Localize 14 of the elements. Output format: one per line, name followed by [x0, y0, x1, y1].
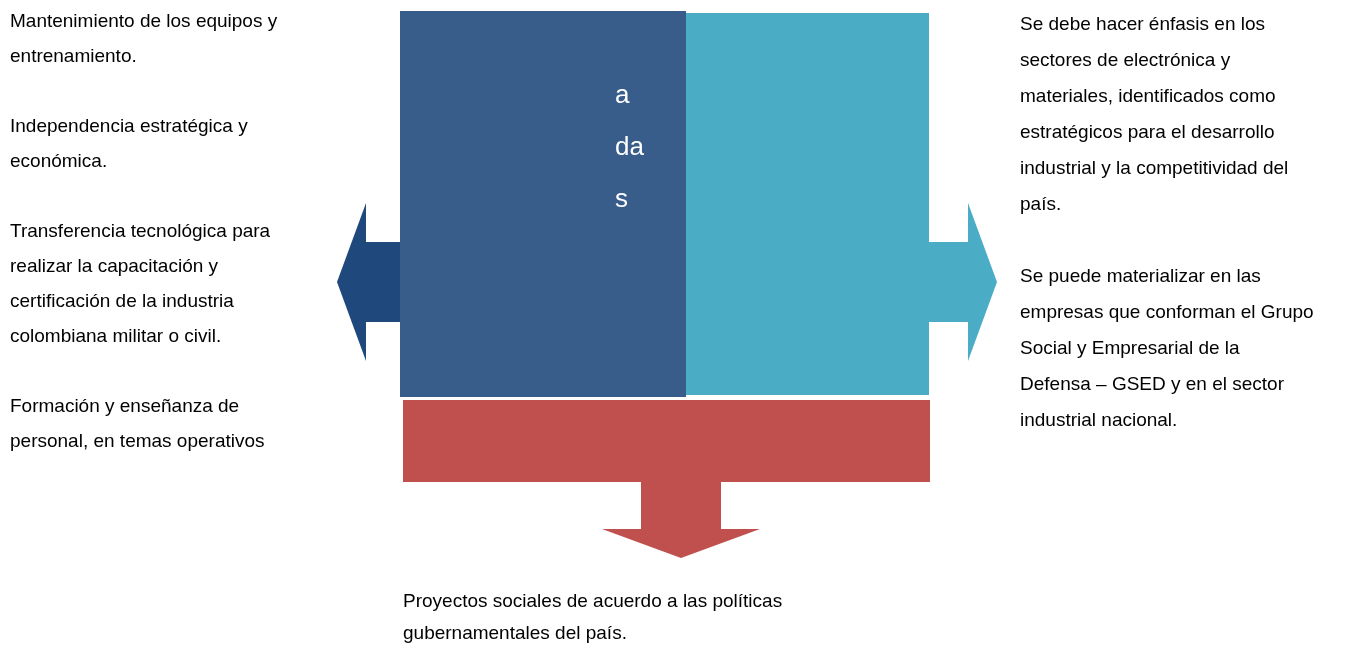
block-arrow: [602, 482, 760, 558]
paragraph: Proyectos sociales de acuerdo a las políticas gubernamentales del país.: [403, 589, 784, 645]
block-arrow: [929, 203, 997, 361]
paragraph: Se debe hacer énfasis en los sectores de electrónica y materiales, identificados como estratégicos para el desarrollo industrial y la competitividad del país.: [1020, 12, 1290, 216]
clipped-text: a da s: [615, 78, 644, 215]
block-arrow: [337, 203, 400, 361]
paragraph: Mantenimiento de los equipos y entrenamiento.: [10, 9, 279, 68]
paragraph: Transferencia tecnológica para realizar la capacitación y certificación de la industria colombiana militar o civil.: [10, 219, 272, 348]
paragraph: Independencia estratégica y económica.: [10, 114, 249, 173]
paragraph: Formación y enseñanza de personal, en temas operativos: [10, 394, 266, 453]
colored-block: [686, 13, 929, 395]
colored-block: [403, 400, 930, 482]
paragraph: Se puede materializar en las empresas que conforman el Grupo Social y Empresarial de la Defensa – GSED y en el sector industrial nacional.: [1020, 264, 1315, 432]
dark-block: [400, 11, 686, 397]
